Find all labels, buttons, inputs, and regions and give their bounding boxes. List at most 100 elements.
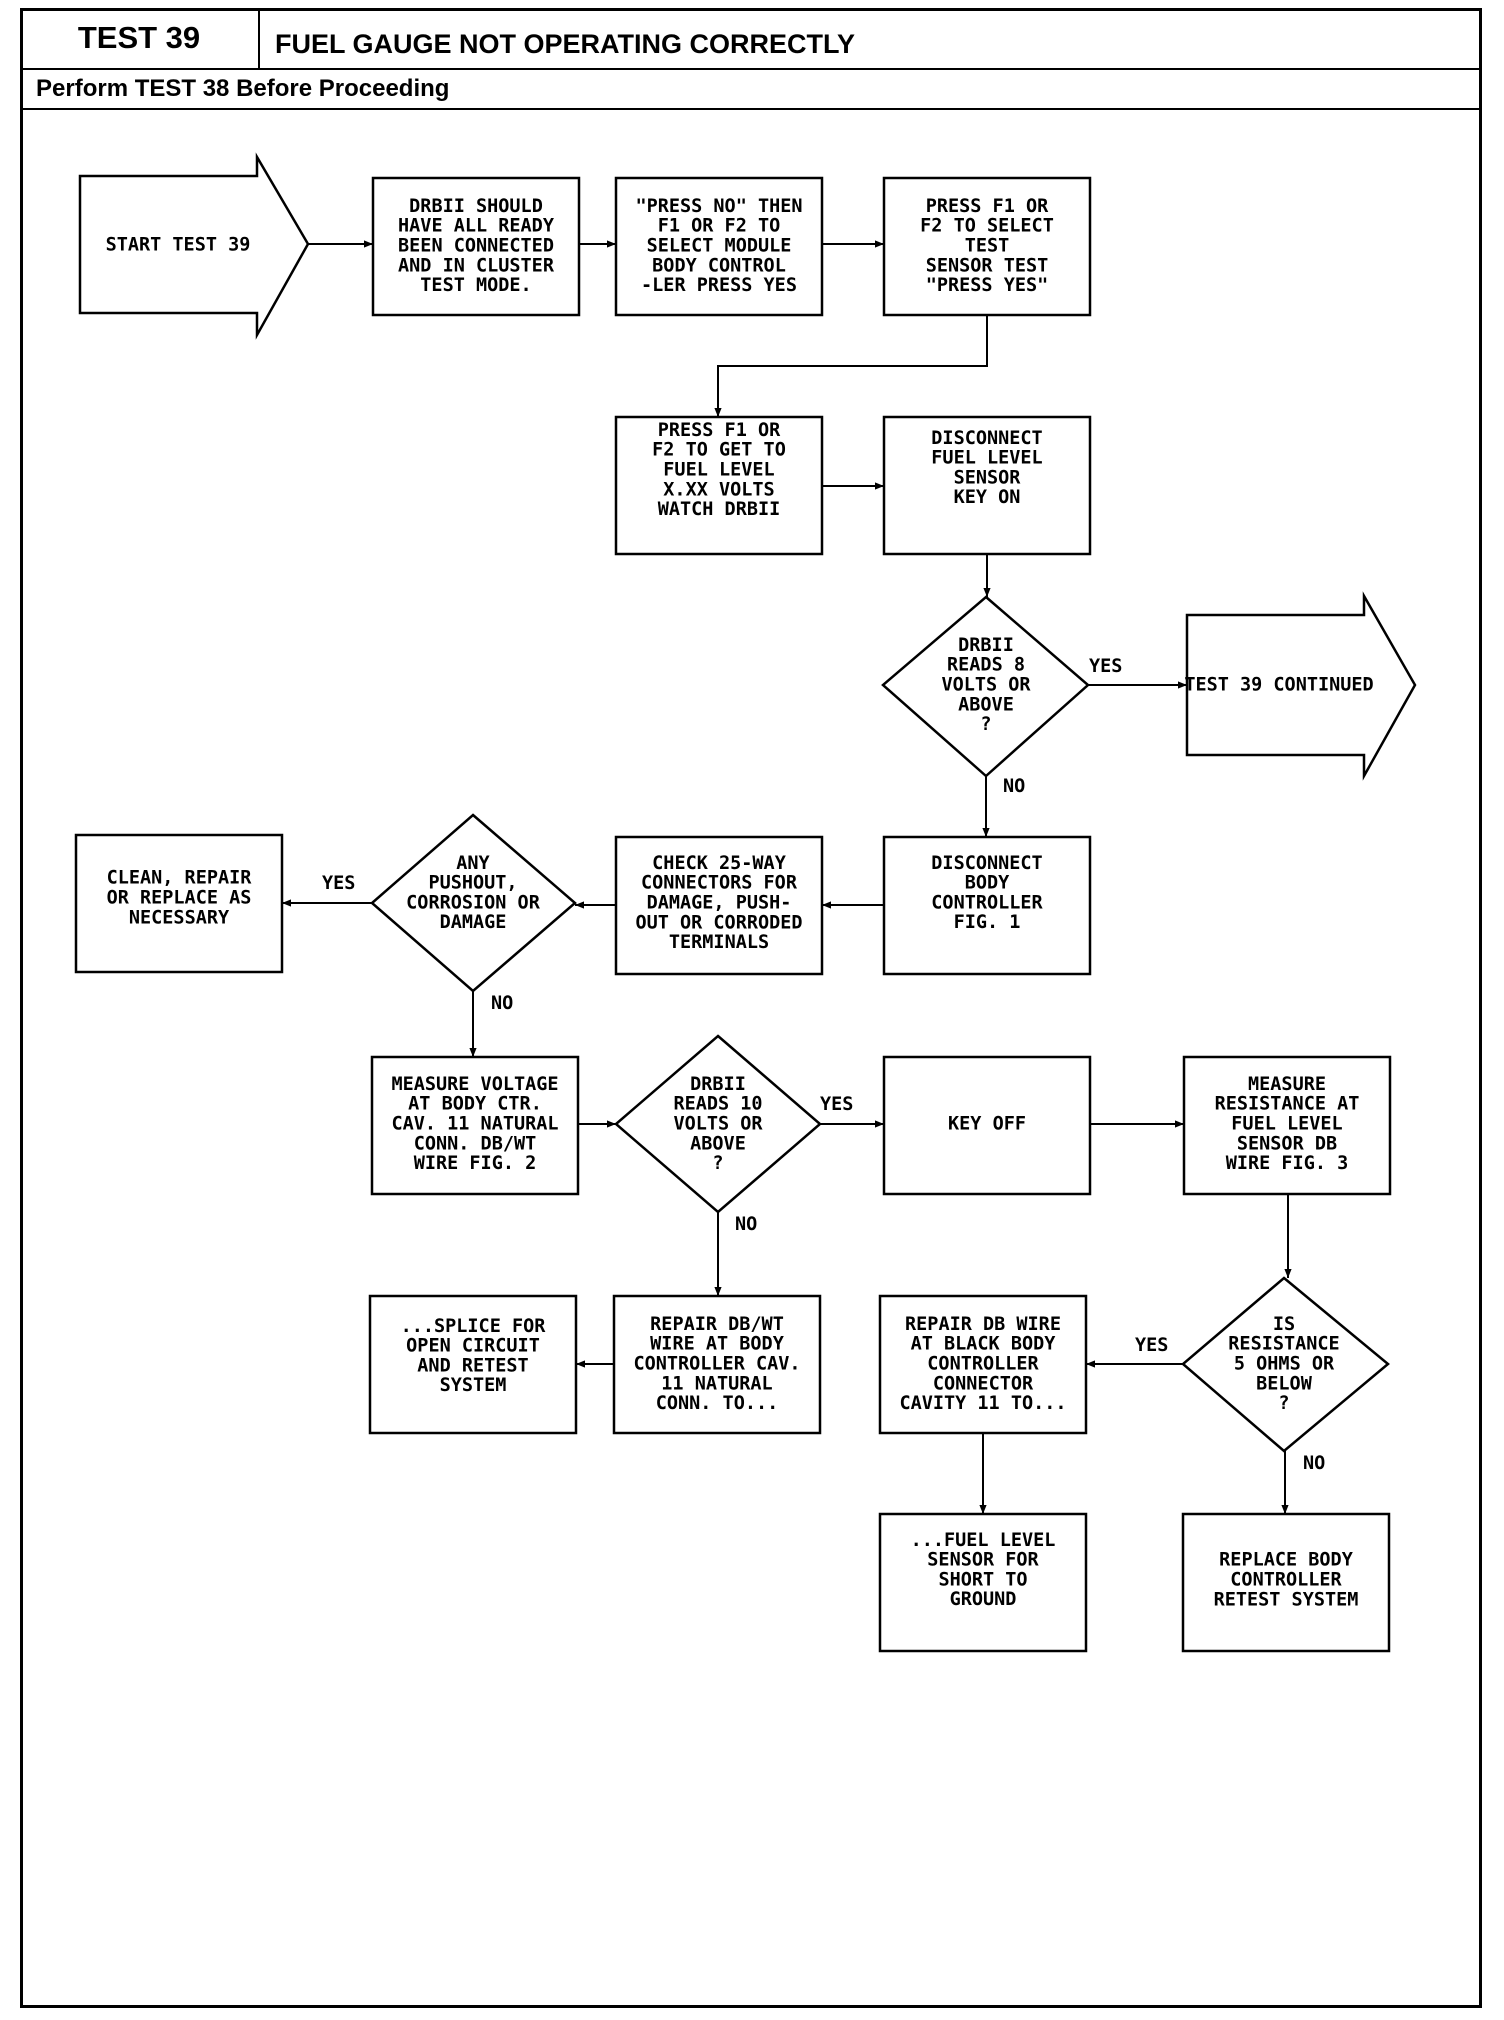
node-n2-line-2: SELECT MODULE: [647, 236, 792, 257]
node-n16-line-0: REPLACE BODY: [1219, 1550, 1354, 1571]
node-n3-line-2: TEST: [965, 236, 1010, 257]
test-title: FUEL GAUGE NOT OPERATING CORRECTLY: [275, 29, 856, 59]
node-d3-line-3: ABOVE: [690, 1133, 746, 1154]
node-n6-line-1: BODY: [965, 873, 1010, 894]
node-d4-line-0: IS: [1273, 1314, 1295, 1335]
node-d1-line-0: DRBII: [958, 635, 1014, 656]
node-n2-box: [614, 176, 824, 317]
node-n2-line-1: F1 OR F2 TO: [658, 216, 781, 237]
node-n14-line-2: CONTROLLER: [927, 1354, 1039, 1375]
node-n9-line-2: CAV. 11 NATURAL: [391, 1114, 558, 1135]
node-n1-line-2: BEEN CONNECTED: [398, 236, 554, 257]
node-n1-box: [371, 176, 581, 317]
node-n3-line-3: SENSOR TEST: [926, 255, 1049, 276]
node-n16-line-1: CONTROLLER: [1230, 1570, 1342, 1591]
node-d1-line-3: ABOVE: [958, 694, 1014, 715]
edge-label-d3-yes: YES: [820, 1094, 853, 1115]
node-n13-line-0: ...SPLICE FOR: [401, 1316, 547, 1337]
node-n1-line-3: AND IN CLUSTER: [398, 255, 555, 276]
node-d3-line-1: READS 10: [673, 1094, 762, 1115]
node-d2-line-2: CORROSION OR: [406, 892, 541, 913]
node-n11-line-1: RESISTANCE AT: [1215, 1094, 1360, 1115]
node-n4-line-2: FUEL LEVEL: [663, 460, 774, 481]
node-n7-line-2: DAMAGE, PUSH-: [647, 893, 792, 914]
node-d1-line-2: VOLTS OR: [941, 675, 1031, 696]
node-n7-line-3: OUT OR CORRODED: [635, 912, 802, 933]
node-n3-line-4: "PRESS YES": [926, 275, 1049, 296]
node-n5-line-3: KEY ON: [954, 487, 1021, 508]
prerequisite-note: Perform TEST 38 Before Proceeding: [36, 75, 450, 102]
node-n9-line-3: CONN. DB/WT: [414, 1133, 537, 1154]
node-n10-box: [882, 1055, 1092, 1196]
node-n9-line-0: MEASURE VOLTAGE: [391, 1074, 558, 1095]
node-n4-line-0: PRESS F1 OR: [658, 420, 781, 441]
node-n7-line-4: TERMINALS: [669, 932, 769, 953]
node-n6-line-3: FIG. 1: [954, 912, 1021, 933]
node-n11-line-4: WIRE FIG. 3: [1226, 1153, 1349, 1174]
node-n13-line-2: AND RETEST: [417, 1355, 528, 1376]
node-n10-line-0: KEY OFF: [948, 1114, 1026, 1135]
node-n4-line-3: X.XX VOLTS: [663, 479, 774, 500]
node-d2-line-0: ANY: [456, 853, 490, 874]
test-number: TEST 39: [20, 8, 260, 68]
node-n7-line-0: CHECK 25-WAY: [652, 853, 787, 874]
continue-arrow-shape: [1185, 591, 1417, 781]
node-n1-line-1: HAVE ALL READY: [398, 216, 555, 237]
edge-label-d1-no: NO: [1003, 776, 1025, 797]
edge-label-d4-yes: YES: [1135, 1335, 1168, 1356]
node-n6-line-0: DISCONNECT: [931, 853, 1042, 874]
node-start-line-0: START TEST 39: [106, 235, 251, 256]
node-n8-line-2: NECESSARY: [129, 907, 230, 928]
node-n5-line-2: SENSOR: [954, 467, 1022, 488]
node-n14-line-4: CAVITY 11 TO...: [899, 1393, 1066, 1414]
node-n2-line-4: -LER PRESS YES: [641, 275, 797, 296]
start-arrow-shape: [78, 152, 310, 340]
edge-label-d2-no: NO: [491, 993, 513, 1014]
node-n9-line-1: AT BODY CTR.: [408, 1094, 542, 1115]
node-d4-line-2: 5 OHMS OR: [1234, 1354, 1335, 1375]
node-n6-line-2: CONTROLLER: [931, 892, 1043, 913]
node-d1-line-4: ?: [980, 714, 991, 735]
node-n16-line-2: RETEST SYSTEM: [1214, 1589, 1359, 1610]
node-n8-line-1: OR REPLACE AS: [107, 888, 252, 909]
node-n1-line-4: TEST MODE.: [420, 275, 531, 296]
node-n3-line-0: PRESS F1 OR: [926, 196, 1049, 217]
node-n11-line-0: MEASURE: [1248, 1074, 1326, 1095]
node-n12-line-0: REPAIR DB/WT: [650, 1314, 784, 1335]
edge-label-d2-yes: YES: [322, 873, 355, 894]
node-d2-line-1: PUSHOUT,: [428, 873, 517, 894]
edge-label-d4-no: NO: [1303, 1453, 1325, 1474]
node-n14-line-1: AT BLACK BODY: [911, 1334, 1057, 1355]
node-n4-line-4: WATCH DRBII: [658, 499, 781, 520]
node-n12-line-2: CONTROLLER CAV.: [633, 1354, 800, 1375]
node-n12-line-1: WIRE AT BODY: [650, 1334, 785, 1355]
node-n15-line-2: SHORT TO: [938, 1569, 1027, 1590]
node-d3-line-4: ?: [712, 1153, 723, 1174]
node-n8-line-0: CLEAN, REPAIR: [107, 868, 253, 889]
node-n5-line-0: DISCONNECT: [931, 428, 1042, 449]
node-n12-line-3: 11 NATURAL: [661, 1373, 772, 1394]
node-d4-line-1: RESISTANCE: [1228, 1334, 1339, 1355]
node-n15-line-3: GROUND: [950, 1589, 1017, 1610]
node-n5-line-1: FUEL LEVEL: [931, 448, 1042, 469]
node-n13-line-3: SYSTEM: [440, 1375, 507, 1396]
node-n9-line-4: WIRE FIG. 2: [414, 1153, 537, 1174]
node-n2-line-3: BODY CONTROL: [652, 255, 786, 276]
node-n12-line-4: CONN. TO...: [656, 1393, 779, 1414]
node-n11-line-2: FUEL LEVEL: [1231, 1114, 1342, 1135]
header-divider: [20, 68, 1482, 70]
edge-label-d3-no: NO: [735, 1214, 757, 1235]
node-d2-line-3: DAMAGE: [440, 912, 507, 933]
node-d3-line-2: VOLTS OR: [673, 1114, 763, 1135]
node-n15-line-1: SENSOR FOR: [927, 1550, 1039, 1571]
node-n1-line-0: DRBII SHOULD: [409, 196, 543, 217]
node-n2-line-0: "PRESS NO" THEN: [635, 196, 802, 217]
node-n14-line-0: REPAIR DB WIRE: [905, 1314, 1061, 1335]
node-d1-line-1: READS 8: [947, 655, 1025, 676]
node-n11-line-3: SENSOR DB: [1237, 1133, 1337, 1154]
edge-n3-n4: [714, 315, 988, 417]
node-d3-line-0: DRBII: [690, 1074, 746, 1095]
edge-label-d1-yes: YES: [1089, 656, 1122, 677]
